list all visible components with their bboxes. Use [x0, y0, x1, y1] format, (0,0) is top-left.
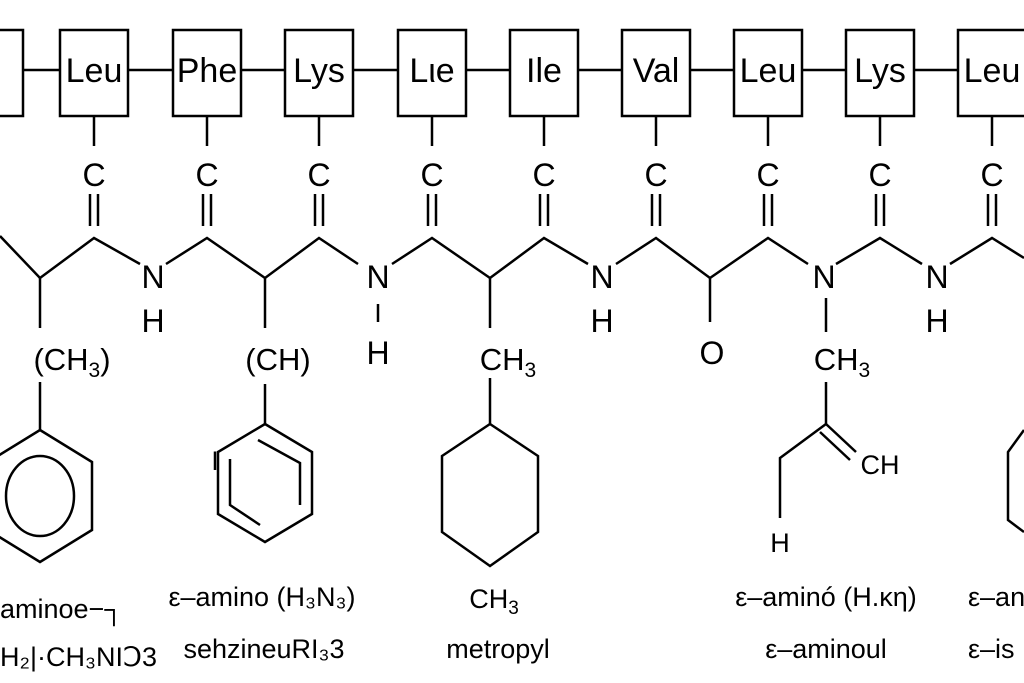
nitrogen-label-3: N [590, 259, 613, 295]
residue-label-5: Lιe [409, 52, 454, 90]
nitrogen-label-2: N [366, 259, 389, 295]
methine-group-paren: (CH) [245, 342, 310, 377]
nitrogen-label-1: N [141, 259, 164, 295]
methyl-group-paren: (CH3) [33, 342, 110, 382]
benzene-ring-2 [216, 422, 314, 544]
carbon-label-1: C [82, 157, 105, 193]
caption-1-line1: aminoe−┐ [0, 594, 123, 627]
residue-box-3 [171, 28, 243, 118]
residue-box-2 [58, 28, 130, 118]
residue-box-8 [732, 28, 804, 118]
methyl-group-1: CH3 [480, 342, 536, 382]
caption-3-line2: metropyl [446, 634, 550, 664]
h-group-label: H [770, 528, 790, 558]
caption-4-line1: ε–aminó (H.κη) [735, 582, 917, 612]
residue-label-8: Leu [740, 52, 797, 90]
backbone [0, 235, 1024, 332]
carbon-label-9: C [980, 157, 1003, 193]
residue-box-4 [283, 28, 355, 118]
residue-label-2: Leu [66, 52, 123, 90]
residue-label-10: Leu [964, 52, 1021, 90]
residue-chain [0, 28, 1024, 118]
residue-label-4: Lys [293, 52, 345, 90]
captions: aminoe−┐ H₂|·CH₃NIↃ3 ε–amino (H₃N₃) sehz… [0, 582, 1024, 672]
i-mark: I [211, 446, 219, 476]
caption-2-line2: sehzineuRI₃3 [183, 634, 344, 664]
carbon-label-7: C [756, 157, 779, 193]
ch-group-label: CH [861, 450, 900, 480]
aromatic-circle [4, 454, 76, 538]
rings [0, 378, 1024, 568]
carbon-label-2: C [195, 157, 218, 193]
nitrogen-label-4: N [812, 259, 835, 295]
hydrogen-label-1: H [141, 303, 164, 339]
caption-5-line1: ε–an [968, 582, 1024, 612]
hydrogen-label-2: H [366, 335, 389, 371]
methyl-group-3: CH3 [469, 584, 519, 619]
residue-box-1 [0, 28, 25, 118]
carbon-label-4: C [420, 157, 443, 193]
hydrogen-label-3: H [590, 303, 613, 339]
backbone-atoms: N H N H N H O N N H [141, 259, 948, 371]
carbonyl-labels: C C C C C C C C C [82, 157, 1003, 193]
nitrogen-label-5: N [925, 259, 948, 295]
residue-label-7: Val [633, 52, 680, 90]
side-chain-groups: (CH3) (CH) CH3 CH3 CH3 CH H I [33, 342, 899, 619]
residue-labels: s Leu Phe Lys Lιe Ile Val Leu Lys Leu [66, 52, 1021, 90]
carbon-label-5: C [532, 157, 555, 193]
residue-label-9: Lys [854, 52, 906, 90]
residue-box-10 [956, 28, 1024, 118]
residue-label-3: Phe [177, 52, 238, 90]
cyclohexane-ring [440, 422, 540, 568]
carbon-label-8: C [868, 157, 891, 193]
oxygen-label: O [700, 335, 725, 371]
benzene-ring-1 [0, 428, 94, 564]
residue-label-6: Ile [526, 52, 562, 90]
carbon-label-3: C [307, 157, 330, 193]
hydrogen-label-5: H [925, 303, 948, 339]
caption-4-line2: ε–aminoul [765, 634, 887, 664]
caption-1-line2: H₂|·CH₃NIↃ3 [0, 642, 157, 672]
caption-5-line2: ε–is [968, 634, 1015, 664]
methyl-group-2: CH3 [814, 342, 870, 382]
residue-box-9 [844, 28, 916, 118]
box-to-carbon-bonds [92, 116, 994, 146]
caption-2-line1: ε–amino (H₃N₃) [168, 582, 355, 612]
double-bonds [88, 194, 998, 226]
carbon-label-6: C [644, 157, 667, 193]
